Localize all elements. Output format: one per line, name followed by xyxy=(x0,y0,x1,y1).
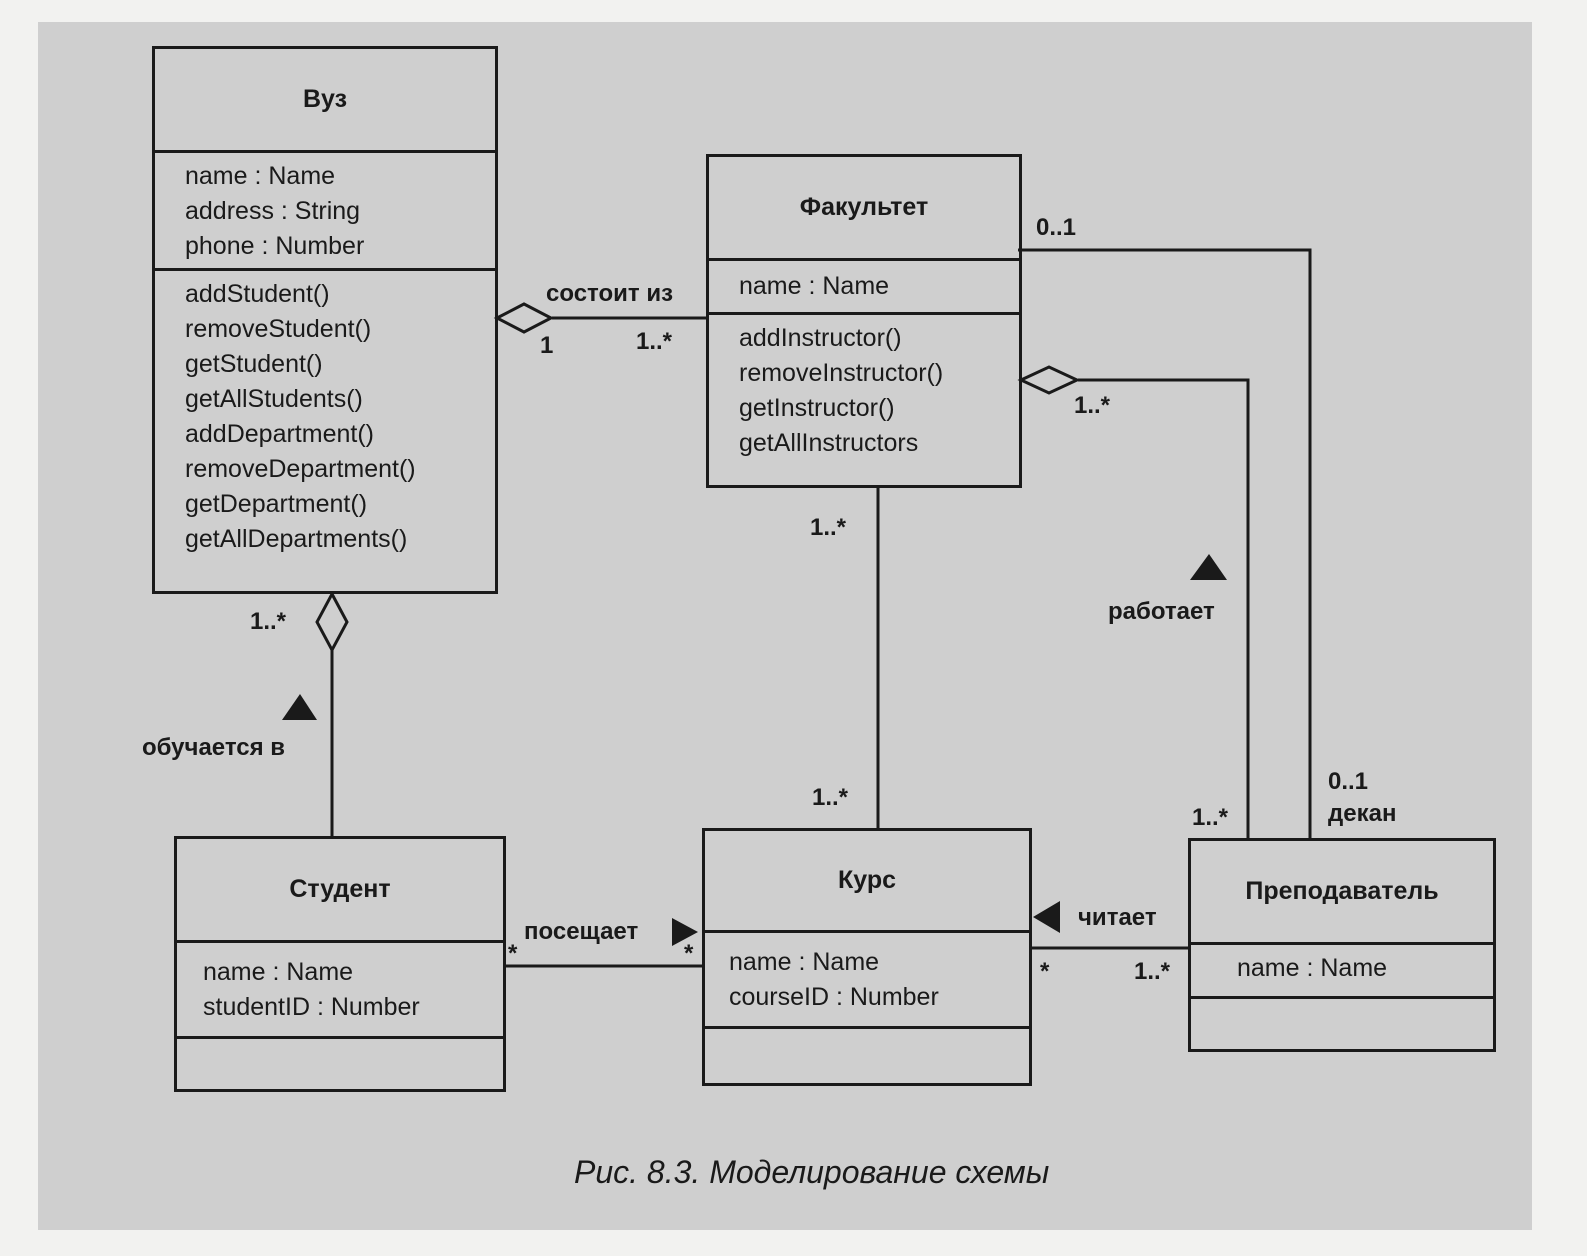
assoc-label-rabotaet: работает xyxy=(1108,598,1215,625)
class-vuz-name: Вуз xyxy=(155,49,495,153)
class-prepodavatel-name: Преподаватель xyxy=(1191,841,1493,945)
link-rabotaet xyxy=(1078,378,1250,840)
class-fakultet-name: Факультет xyxy=(709,157,1019,261)
class-kurs-operations xyxy=(705,1029,1029,1083)
assoc-label-chitaet: читает xyxy=(1078,904,1157,931)
direction-arrow-chitaet xyxy=(1033,901,1060,933)
mult-obuchaetsya-vuz: 1..* xyxy=(250,608,287,635)
class-fakultet-op: removeInstructor() xyxy=(739,359,944,387)
class-vuz-op: addStudent() xyxy=(185,280,330,308)
class-prepodavatel-operations xyxy=(1191,999,1493,1049)
class-vuz-op: removeStudent() xyxy=(185,315,372,343)
class-kurs-attributes: name : Name courseID : Number xyxy=(705,933,1029,1029)
link-dekan xyxy=(1018,248,1312,840)
class-student-attr-id: studentID : Number xyxy=(203,993,420,1021)
class-prepodavatel-attr-name: name : Name xyxy=(1237,954,1388,982)
figure-caption: Рис. 8.3. Моделирование схемы xyxy=(574,1154,1050,1190)
aggregation-diamond-vuz-bottom xyxy=(315,590,349,654)
mult-chitaet-kurs: * xyxy=(1040,958,1050,985)
class-vuz-op: removeDepartment() xyxy=(185,455,416,483)
direction-arrow-poseshchaet xyxy=(672,918,698,946)
mult-fak-kurs-fakultet: 1..* xyxy=(810,514,847,541)
class-vuz-attributes: name : Name address : String phone : Num… xyxy=(155,153,495,271)
class-vuz-attr-phone: phone : Number xyxy=(185,232,365,260)
aggregation-diamond-fakultet xyxy=(1017,365,1081,395)
class-kurs-attr-name: name : Name xyxy=(729,948,880,976)
class-vuz-op: getAllStudents() xyxy=(185,385,363,413)
direction-arrow-rabotaet xyxy=(1190,554,1227,580)
mult-fak-kurs-kurs: 1..* xyxy=(812,784,849,811)
class-vuz[interactable]: Вуз name : Name address : String phone :… xyxy=(152,46,498,594)
class-vuz-op: addDepartment() xyxy=(185,420,374,448)
mult-sostoit-iz-vuz: 1 xyxy=(540,332,554,359)
diagram-connectors xyxy=(282,248,1312,968)
class-vuz-operations: addStudent() removeStudent() getStudent(… xyxy=(155,271,495,591)
mult-rabotaet-prepodavatel: 1..* xyxy=(1192,804,1229,831)
diagram-page: Вуз name : Name address : String phone :… xyxy=(38,22,1532,1230)
mult-chitaet-prepodavatel: 1..* xyxy=(1134,958,1171,985)
class-vuz-op: getDepartment() xyxy=(185,490,368,518)
direction-arrow-obuchaetsya xyxy=(282,694,317,720)
class-student-attr-name: name : Name xyxy=(203,958,354,986)
class-prepodavatel-attributes: name : Name xyxy=(1191,945,1493,999)
mult-poseshchaet-kurs: * xyxy=(684,940,694,967)
class-vuz-attr-address: address : String xyxy=(185,197,361,225)
class-fakultet-attributes: name : Name xyxy=(709,261,1019,315)
class-kurs-attr-id: courseID : Number xyxy=(729,983,939,1011)
assoc-label-poseshchaet: посещает xyxy=(524,918,639,945)
class-vuz-op: getAllDepartments() xyxy=(185,525,408,553)
mult-dekan-prepodavatel: 0..1 xyxy=(1328,768,1369,795)
class-student-operations xyxy=(177,1039,503,1089)
assoc-label-obuchaetsya: обучается в xyxy=(142,734,286,761)
class-fakultet-op: addInstructor() xyxy=(739,324,902,352)
class-fakultet-op: getInstructor() xyxy=(739,394,895,422)
class-kurs[interactable]: Курс name : Name courseID : Number xyxy=(702,828,1032,1086)
aggregation-diamond-vuz-right xyxy=(493,302,555,334)
class-student-name: Студент xyxy=(177,839,503,943)
mult-poseshchaet-student: * xyxy=(508,940,518,967)
class-student[interactable]: Студент name : Name studentID : Number xyxy=(174,836,506,1092)
class-fakultet-operations: addInstructor() removeInstructor() getIn… xyxy=(709,315,1019,485)
mult-rabotaet-fakultet: 1..* xyxy=(1074,392,1111,419)
class-vuz-op: getStudent() xyxy=(185,350,323,378)
assoc-label-sostoit-iz: состоит из xyxy=(546,280,673,307)
class-kurs-name: Курс xyxy=(705,831,1029,933)
assoc-label-dekan: декан xyxy=(1328,800,1397,827)
class-fakultet[interactable]: Факультет name : Name addInstructor() re… xyxy=(706,154,1022,488)
class-fakultet-attr-name: name : Name xyxy=(739,272,890,300)
class-vuz-attr-name: name : Name xyxy=(185,162,336,190)
mult-dekan-fakultet: 0..1 xyxy=(1036,214,1077,241)
class-fakultet-op: getAllInstructors xyxy=(739,429,919,457)
class-prepodavatel[interactable]: Преподаватель name : Name xyxy=(1188,838,1496,1052)
class-student-attributes: name : Name studentID : Number xyxy=(177,943,503,1039)
mult-sostoit-iz-fakultet: 1..* xyxy=(636,328,673,355)
